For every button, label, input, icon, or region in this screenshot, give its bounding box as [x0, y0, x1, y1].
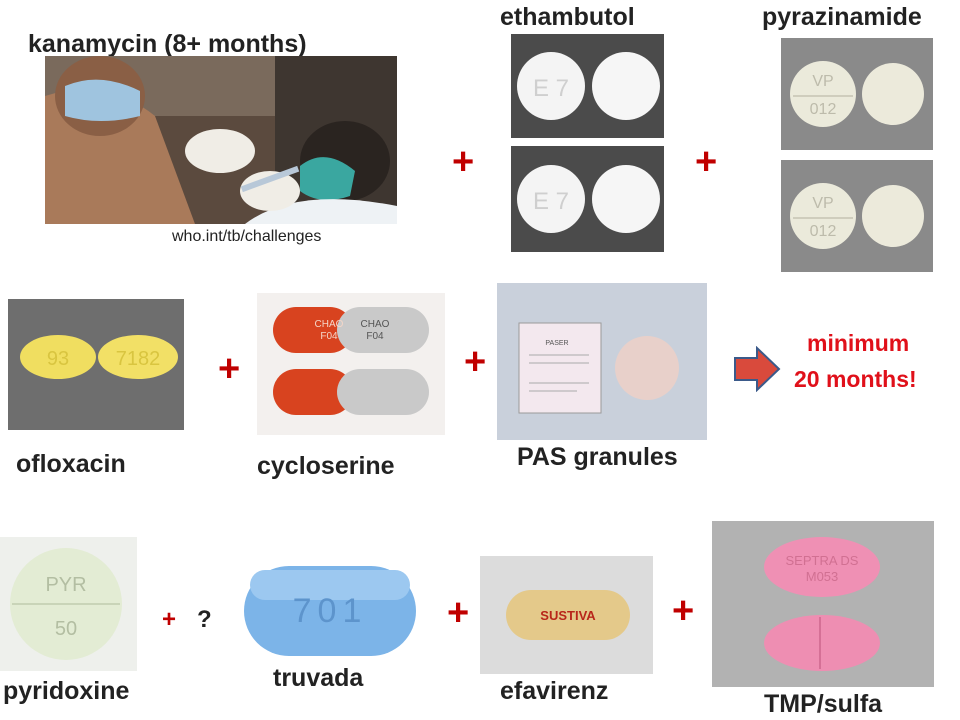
pyridoxine-imprint-bottom: 50 — [55, 618, 77, 640]
tmp-imprint-2: M053 — [806, 569, 839, 584]
pyrazinamide-pills-top: VP 012 — [781, 38, 933, 150]
photo-credit: who.int/tb/challenges — [172, 228, 322, 245]
plus-sign-2: + — [695, 141, 718, 183]
plus-sign-4: + — [464, 341, 487, 383]
right-arrow-icon — [733, 346, 781, 392]
ethambutol-label: ethambutol — [500, 3, 635, 31]
efavirenz-imprint: SUSTIVA — [540, 608, 596, 623]
truvada-label: truvada — [273, 664, 364, 692]
pas-granules-label: PAS granules — [517, 443, 678, 471]
tmp-sulfa-pills: SEPTRA DS M053 — [712, 521, 934, 687]
pyrazinamide-imprint-top: VP — [812, 73, 833, 90]
tmp-imprint-1: SEPTRA DS — [786, 553, 859, 568]
cycloserine-capsules: CHAO F04 CHAO F04 — [257, 293, 445, 435]
question-mark: ? — [197, 606, 212, 633]
efavirenz-label: efavirenz — [500, 677, 609, 705]
kanamycin-injection-photo — [45, 56, 397, 224]
kanamycin-label: kanamycin (8+ months) — [28, 30, 307, 58]
pyrazinamide-imprint-bottom-2: 012 — [810, 223, 837, 240]
duration-line-2: 20 months! — [794, 366, 917, 392]
plus-sign-3: + — [218, 348, 241, 390]
plus-sign-1: + — [452, 141, 475, 183]
ethambutol-imprint-2: E 7 — [533, 188, 569, 215]
plus-sign-5: + — [447, 592, 470, 634]
ethambutol-imprint: E 7 — [533, 75, 569, 102]
ofloxacin-label: ofloxacin — [16, 450, 126, 478]
cycloserine-imprint-left-2: F04 — [320, 331, 338, 342]
pyrazinamide-imprint-bottom: 012 — [810, 101, 837, 118]
ofloxacin-imprint-right: 7182 — [116, 348, 161, 370]
pas-packet-imprint: PASER — [545, 340, 568, 347]
pyridoxine-label: pyridoxine — [3, 677, 130, 705]
plus-sign-question: + — [162, 606, 177, 633]
pyridoxine-pill: PYR 50 — [0, 537, 137, 671]
pas-granules-photo: PASER — [497, 283, 707, 440]
cycloserine-imprint-right-2: F04 — [366, 331, 384, 342]
pyrazinamide-imprint-top-2: VP — [812, 195, 833, 212]
pyridoxine-imprint-top: PYR — [45, 574, 86, 596]
ethambutol-pills-top: E 7 — [511, 34, 664, 138]
pyrazinamide-pills-bottom: VP 012 — [781, 160, 933, 272]
ethambutol-pills-bottom: E 7 — [511, 146, 664, 252]
truvada-pill: 701 — [240, 562, 420, 660]
tmp-sulfa-label: TMP/sulfa — [764, 690, 883, 718]
efavirenz-pill: SUSTIVA — [480, 556, 653, 674]
duration-line-1: minimum — [807, 330, 910, 356]
cycloserine-label: cycloserine — [257, 452, 395, 480]
plus-sign-6: + — [672, 590, 695, 632]
ofloxacin-imprint-left: 93 — [47, 348, 69, 370]
truvada-imprint: 701 — [293, 592, 368, 630]
cycloserine-imprint-right: CHAO — [361, 319, 390, 330]
cycloserine-imprint-left: CHAO — [315, 319, 344, 330]
ofloxacin-pills: 93 7182 — [8, 299, 184, 430]
pyrazinamide-label: pyrazinamide — [762, 3, 922, 31]
